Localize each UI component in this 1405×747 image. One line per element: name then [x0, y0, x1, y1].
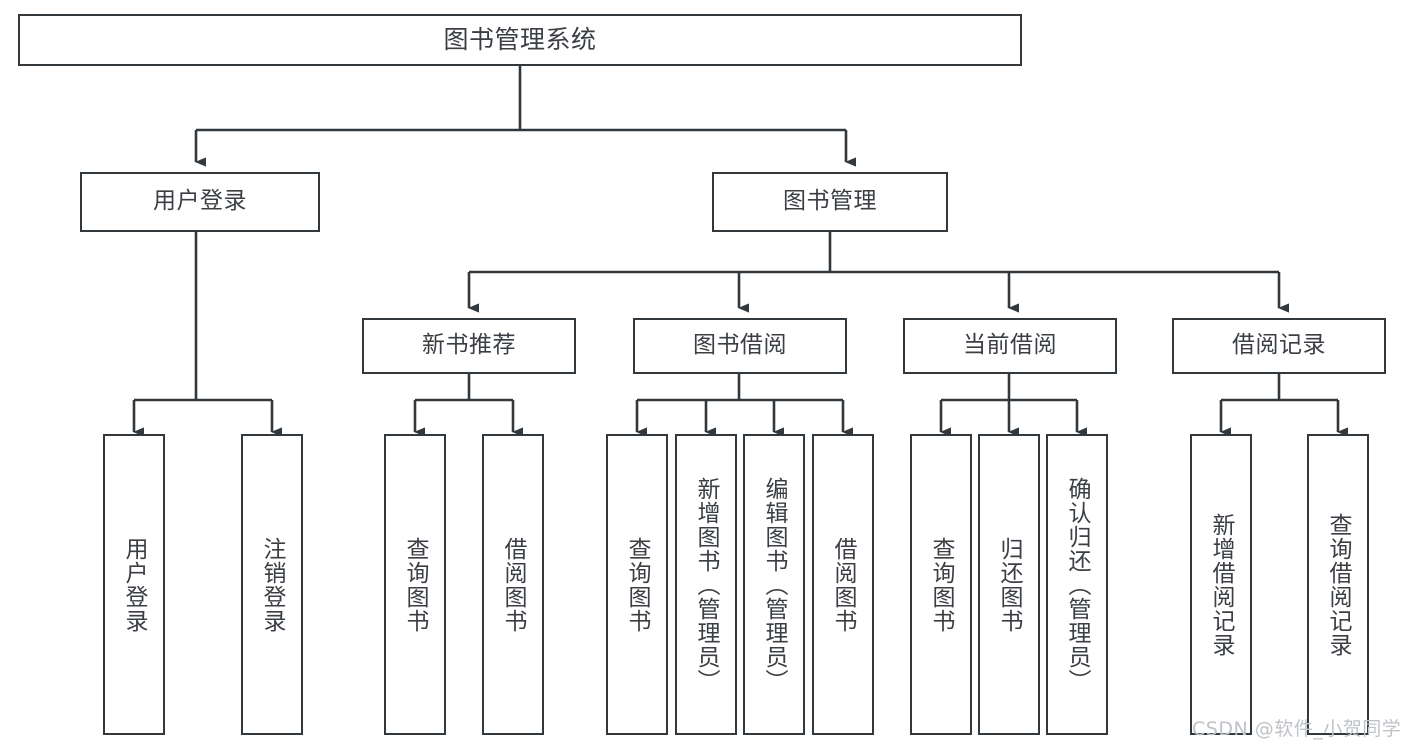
- node-label: 新增借阅记录: [1208, 512, 1235, 657]
- node-label: 图书管理系统: [443, 25, 597, 55]
- leaf-borrow-add-book-admin[interactable]: 新增图书（管理员）: [675, 434, 737, 735]
- node-label: 用户登录: [121, 536, 148, 633]
- leaf-recommend-query-book[interactable]: 查询图书: [384, 434, 446, 735]
- node-label: 注销登录: [259, 536, 286, 633]
- leaf-record-query-record[interactable]: 查询借阅记录: [1307, 434, 1369, 735]
- node-new-book-recommend[interactable]: 新书推荐: [362, 318, 576, 374]
- node-label: 查询图书: [402, 536, 429, 633]
- node-label: 查询图书: [928, 536, 955, 633]
- node-label: 借阅记录: [1232, 332, 1326, 359]
- node-book-borrow[interactable]: 图书借阅: [633, 318, 847, 374]
- leaf-user-login-login[interactable]: 用户登录: [103, 434, 165, 735]
- node-user-login[interactable]: 用户登录: [80, 172, 320, 232]
- node-borrow-record[interactable]: 借阅记录: [1172, 318, 1386, 374]
- leaf-current-return-book[interactable]: 归还图书: [978, 434, 1040, 735]
- node-label: 用户登录: [153, 188, 247, 215]
- node-book-management[interactable]: 图书管理: [712, 172, 948, 232]
- node-root-system[interactable]: 图书管理系统: [18, 14, 1022, 66]
- leaf-borrow-borrow-book[interactable]: 借阅图书: [812, 434, 874, 735]
- leaf-current-query-book[interactable]: 查询图书: [910, 434, 972, 735]
- csdn-watermark: CSDN @软件_小贺同学: [1192, 718, 1402, 740]
- node-label: 归还图书: [996, 536, 1023, 633]
- node-current-borrow[interactable]: 当前借阅: [903, 318, 1117, 374]
- node-label: 新增图书（管理员）: [693, 476, 720, 693]
- leaf-record-add-record[interactable]: 新增借阅记录: [1190, 434, 1252, 735]
- node-label: 查询借阅记录: [1325, 512, 1352, 657]
- leaf-current-confirm-return-admin[interactable]: 确认归还（管理员）: [1046, 434, 1108, 735]
- leaf-recommend-borrow-book[interactable]: 借阅图书: [482, 434, 544, 735]
- leaf-borrow-query-book[interactable]: 查询图书: [606, 434, 668, 735]
- leaf-borrow-edit-book-admin[interactable]: 编辑图书（管理员）: [743, 434, 805, 735]
- node-label: 借阅图书: [500, 536, 527, 633]
- node-label: 当前借阅: [963, 332, 1057, 359]
- node-label: 编辑图书（管理员）: [761, 476, 788, 693]
- node-label: 新书推荐: [422, 332, 516, 359]
- node-label: 借阅图书: [830, 536, 857, 633]
- node-label: 图书借阅: [693, 332, 787, 359]
- node-label: 图书管理: [783, 188, 877, 215]
- node-label: 查询图书: [624, 536, 651, 633]
- node-label: 确认归还（管理员）: [1064, 476, 1091, 693]
- leaf-user-login-logout[interactable]: 注销登录: [241, 434, 303, 735]
